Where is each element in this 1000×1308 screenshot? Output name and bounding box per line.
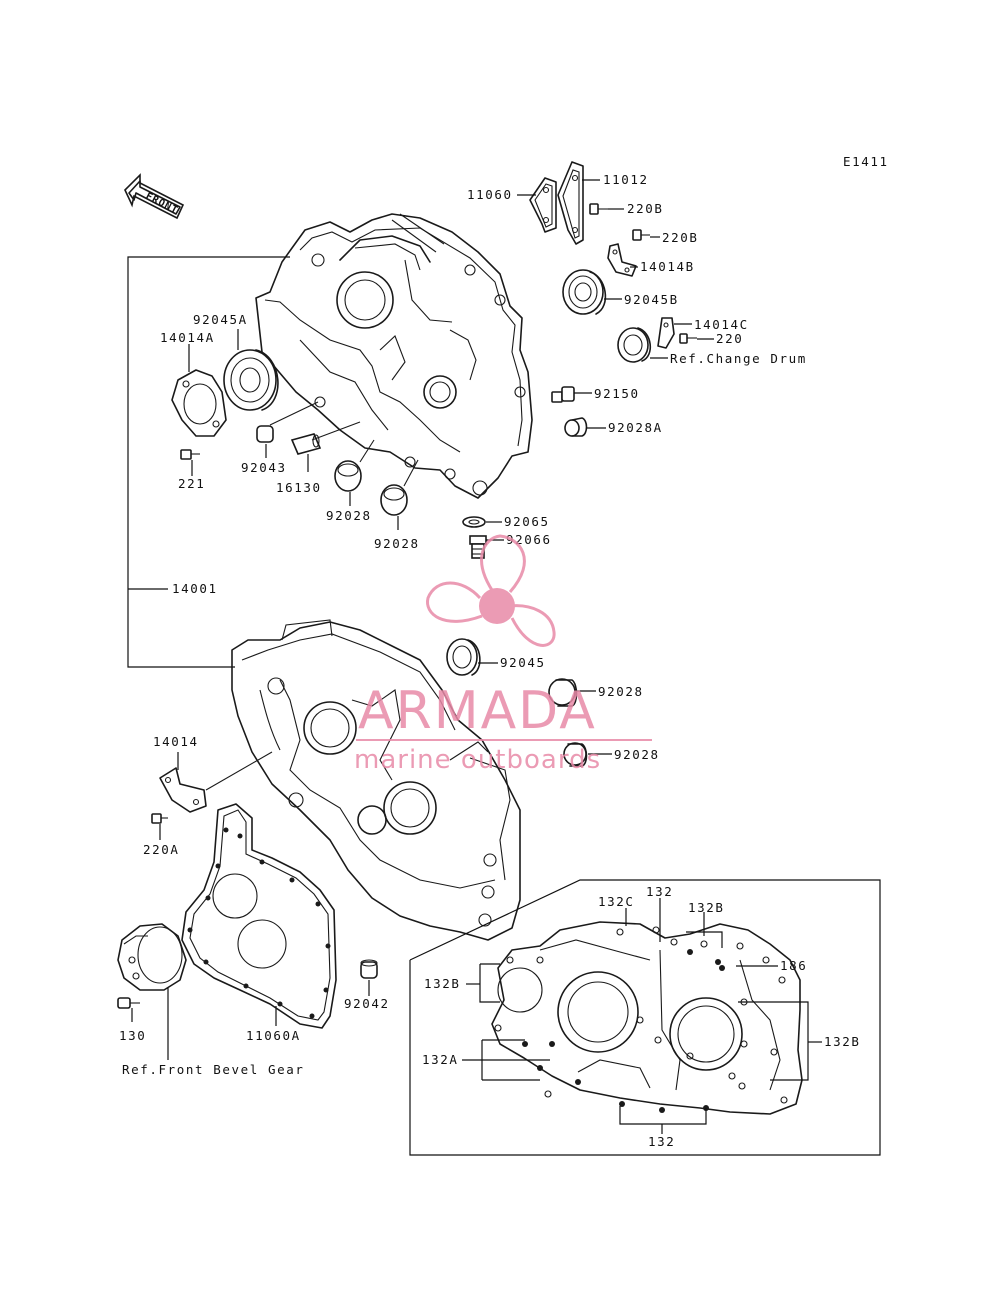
label-132A: 132A	[422, 1052, 459, 1067]
part-11012-gasket	[557, 161, 584, 245]
bearing-change-drum	[617, 327, 651, 363]
armada-watermark: ARMADA marine outboards	[354, 534, 652, 775]
label-92045A: 92045A	[193, 312, 248, 327]
pin-92043	[256, 425, 274, 443]
label-92042: 92042	[344, 996, 390, 1011]
lower-crankcase	[231, 619, 521, 941]
bearing-92045A	[223, 349, 279, 411]
part-14014C-plate	[657, 317, 675, 349]
label-220: 220	[716, 331, 743, 346]
bushing-92028-3	[548, 678, 578, 707]
label-92043: 92043	[241, 460, 287, 475]
label-220B-2: 220B	[662, 230, 699, 245]
bearing-92045	[446, 638, 481, 676]
bolt-221	[180, 449, 200, 460]
bushing-92028A	[564, 417, 588, 437]
label-92028-2: 92028	[374, 536, 420, 551]
label-130: 130	[119, 1028, 146, 1043]
label-11012: 11012	[603, 172, 649, 187]
part-14014A-plate	[171, 369, 227, 437]
label-132B-right: 132B	[824, 1034, 861, 1049]
part-16130	[290, 433, 322, 455]
bushing-92028-1	[334, 460, 362, 492]
label-11060: 11060	[467, 187, 513, 202]
watermark-tagline: marine outboards	[354, 745, 601, 775]
label-14014B: 14014B	[640, 259, 695, 274]
part-14014-plate	[159, 767, 207, 813]
label-11060A: 11060A	[246, 1028, 301, 1043]
label-132C: 132C	[598, 894, 635, 909]
bolt-220B-1	[589, 203, 608, 215]
front-bevel-gear-housing	[117, 923, 187, 991]
label-92045B: 92045B	[624, 292, 679, 307]
bracket-14001	[127, 256, 290, 668]
diagram-code: E1411	[843, 154, 889, 169]
bolt-220A	[151, 813, 168, 824]
propeller-logo-icon	[426, 534, 556, 647]
label-92150: 92150	[594, 386, 640, 401]
label-92028-1: 92028	[326, 508, 372, 523]
label-220A: 220A	[143, 842, 180, 857]
washer-92065	[462, 516, 486, 528]
inset-bolt-detail	[409, 879, 881, 1156]
bushing-92028-2	[380, 484, 408, 516]
label-132-top: 132	[646, 884, 673, 899]
bolt-92150	[551, 386, 575, 403]
label-14014: 14014	[153, 734, 199, 749]
bushing-92028-4	[563, 742, 588, 767]
label-92028-4: 92028	[614, 747, 660, 762]
gasket-11060A	[181, 803, 337, 1029]
label-132-bottom: 132	[648, 1134, 675, 1149]
part-11060-plate	[529, 177, 557, 233]
label-92028-3: 92028	[598, 684, 644, 699]
bolt-220B-2	[632, 229, 650, 241]
bushing-92042	[360, 959, 378, 979]
watermark-brand: ARMADA	[358, 681, 597, 741]
label-92065: 92065	[504, 514, 550, 529]
bolt-220	[679, 333, 697, 344]
label-14014C: 14014C	[694, 317, 749, 332]
label-220B-1: 220B	[627, 201, 664, 216]
label-14014A: 14014A	[160, 330, 215, 345]
label-92045: 92045	[500, 655, 546, 670]
label-221: 221	[178, 476, 205, 491]
bearing-92045B	[562, 269, 607, 315]
bolt-130	[117, 997, 140, 1009]
label-14001: 14001	[172, 581, 218, 596]
label-ref-front-bevel-gear: Ref.Front Bevel Gear	[122, 1062, 305, 1077]
label-92028A: 92028A	[608, 420, 663, 435]
label-186: 186	[780, 958, 807, 973]
label-16130: 16130	[276, 480, 322, 495]
label-132B-left: 132B	[424, 976, 461, 991]
part-14014B-plate	[607, 243, 637, 277]
front-arrow-icon: FRONT	[124, 173, 185, 220]
upper-crankcase	[255, 213, 533, 499]
label-132B-top: 132B	[688, 900, 725, 915]
label-ref-change-drum: Ref.Change Drum	[670, 351, 807, 366]
